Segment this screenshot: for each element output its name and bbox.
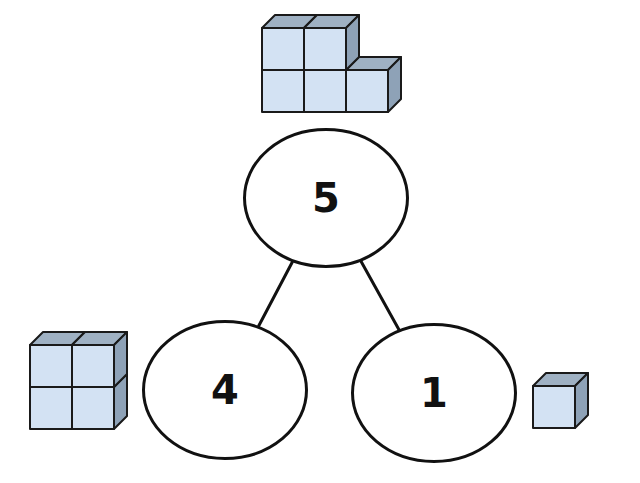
number-label: 5 xyxy=(312,178,340,218)
cube-face xyxy=(114,332,127,387)
cube-face xyxy=(262,70,304,112)
cube-face xyxy=(533,386,575,428)
ellipse-shape xyxy=(353,325,516,462)
unit-cube xyxy=(533,373,588,428)
cube-face xyxy=(575,373,588,428)
unit-cube xyxy=(304,15,359,70)
number-circle: 4 xyxy=(142,320,308,460)
ellipse-shape xyxy=(144,322,307,459)
number-label: 1 xyxy=(420,373,448,413)
cube-face xyxy=(346,70,388,112)
cube-face xyxy=(72,387,114,429)
cube-face xyxy=(262,28,304,70)
cube-face xyxy=(304,70,346,112)
number-label: 4 xyxy=(211,370,239,410)
cube-face xyxy=(30,345,72,387)
unit-cube xyxy=(346,57,401,112)
cube-face xyxy=(388,57,401,112)
cube-face xyxy=(72,345,114,387)
number-circle: 5 xyxy=(243,128,409,268)
cube-face xyxy=(304,28,346,70)
connector-line xyxy=(259,262,293,326)
cube-face xyxy=(30,387,72,429)
connector-line xyxy=(361,261,399,329)
unit-cube xyxy=(72,332,127,387)
ellipse-shape xyxy=(245,130,408,267)
number-circle: 1 xyxy=(351,323,517,463)
cube-face xyxy=(346,15,359,70)
